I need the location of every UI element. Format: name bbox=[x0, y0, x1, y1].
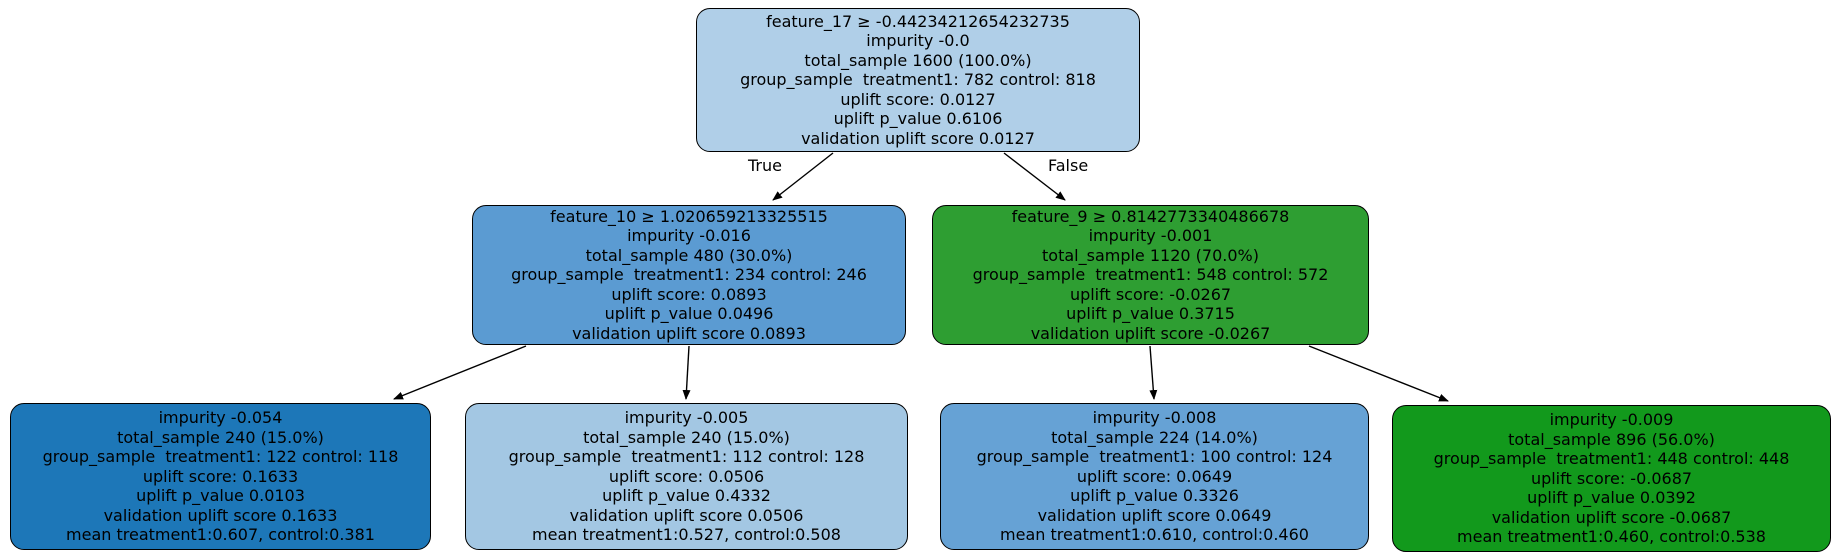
tree-node-leaf-1: impurity -0.054 total_sample 240 (15.0%)… bbox=[10, 403, 431, 550]
node-uplift-p-value: uplift p_value 0.3326 bbox=[1070, 486, 1239, 506]
node-impurity: impurity -0.008 bbox=[1092, 408, 1217, 428]
node-group-means: mean treatment1:0.460, control:0.538 bbox=[1457, 527, 1766, 547]
node-impurity: impurity -0.054 bbox=[158, 408, 283, 428]
node-validation-score: validation uplift score 0.0127 bbox=[801, 128, 1035, 148]
node-group-sample: group_sample treatment1: 782 control: 81… bbox=[740, 70, 1096, 90]
edge-label-false: False bbox=[1048, 156, 1089, 175]
node-total-sample: total_sample 896 (56.0%) bbox=[1508, 429, 1715, 449]
node-group-means: mean treatment1:0.527, control:0.508 bbox=[532, 525, 841, 545]
node-group-sample: group_sample treatment1: 448 control: 44… bbox=[1433, 449, 1790, 469]
tree-node-leaf-4: impurity -0.009 total_sample 896 (56.0%)… bbox=[1392, 405, 1831, 552]
node-uplift-score: uplift score: 0.0649 bbox=[1076, 466, 1233, 486]
node-impurity: impurity -0.001 bbox=[1088, 226, 1213, 246]
node-group-means: mean treatment1:0.610, control:0.460 bbox=[1000, 525, 1309, 545]
node-uplift-score: uplift score: 0.0506 bbox=[608, 466, 765, 486]
node-group-sample: group_sample treatment1: 112 control: 12… bbox=[508, 447, 865, 467]
node-validation-score: validation uplift score 0.0649 bbox=[1037, 505, 1272, 525]
node-total-sample: total_sample 240 (15.0%) bbox=[583, 427, 790, 447]
edge-left-to-leaf2 bbox=[682, 345, 691, 400]
node-validation-score: validation uplift score 0.0506 bbox=[569, 505, 804, 525]
node-group-sample: group_sample treatment1: 234 control: 24… bbox=[511, 265, 867, 285]
edge-right-to-leaf4 bbox=[1308, 345, 1449, 402]
node-validation-score: validation uplift score 0.1633 bbox=[103, 505, 338, 525]
node-group-sample: group_sample treatment1: 548 control: 57… bbox=[972, 265, 1329, 285]
edge-left-to-leaf1 bbox=[393, 345, 527, 400]
node-uplift-score: uplift score: -0.0687 bbox=[1530, 468, 1693, 488]
node-total-sample: total_sample 224 (14.0%) bbox=[1051, 427, 1258, 447]
node-uplift-p-value: uplift p_value 0.0103 bbox=[136, 486, 305, 506]
edge-root-to-left-true bbox=[772, 152, 834, 201]
node-total-sample: total_sample 480 (30.0%) bbox=[585, 245, 793, 265]
node-total-sample: total_sample 1600 (100.0%) bbox=[804, 50, 1032, 70]
node-validation-score: validation uplift score 0.0893 bbox=[572, 323, 806, 343]
node-uplift-score: uplift score: 0.0893 bbox=[611, 284, 767, 304]
node-group-sample: group_sample treatment1: 122 control: 11… bbox=[42, 447, 399, 467]
node-uplift-p-value: uplift p_value 0.4332 bbox=[602, 486, 771, 506]
node-split-rule: feature_10 ≥ 1.020659213325515 bbox=[550, 206, 828, 226]
tree-node-left-child: feature_10 ≥ 1.020659213325515 impurity … bbox=[472, 205, 906, 345]
node-validation-score: validation uplift score -0.0687 bbox=[1491, 507, 1732, 527]
node-total-sample: total_sample 1120 (70.0%) bbox=[1042, 245, 1259, 265]
node-split-rule: feature_9 ≥ 0.8142773340486678 bbox=[1011, 206, 1290, 226]
node-impurity: impurity -0.009 bbox=[1549, 410, 1674, 430]
node-impurity: impurity -0.0 bbox=[866, 31, 970, 51]
node-impurity: impurity -0.016 bbox=[627, 226, 751, 246]
node-uplift-score: uplift score: 0.0127 bbox=[840, 89, 996, 109]
node-uplift-score: uplift score: 0.1633 bbox=[142, 466, 299, 486]
tree-node-right-child: feature_9 ≥ 0.8142773340486678 impurity … bbox=[932, 205, 1369, 345]
tree-node-leaf-3: impurity -0.008 total_sample 224 (14.0%)… bbox=[940, 403, 1369, 550]
tree-node-root: feature_17 ≥ -0.44234212654232735 impuri… bbox=[696, 8, 1140, 152]
node-total-sample: total_sample 240 (15.0%) bbox=[117, 427, 324, 447]
node-validation-score: validation uplift score -0.0267 bbox=[1030, 323, 1271, 343]
node-uplift-p-value: uplift p_value 0.3715 bbox=[1066, 304, 1235, 324]
node-split-rule: feature_17 ≥ -0.44234212654232735 bbox=[766, 11, 1070, 31]
node-uplift-score: uplift score: -0.0267 bbox=[1069, 284, 1232, 304]
tree-node-leaf-2: impurity -0.005 total_sample 240 (15.0%)… bbox=[465, 403, 908, 550]
node-uplift-p-value: uplift p_value 0.0496 bbox=[604, 304, 774, 324]
node-group-means: mean treatment1:0.607, control:0.381 bbox=[66, 525, 375, 545]
node-group-sample: group_sample treatment1: 100 control: 12… bbox=[976, 447, 1333, 467]
node-uplift-p-value: uplift p_value 0.0392 bbox=[1527, 488, 1696, 508]
edge-right-to-leaf3 bbox=[1149, 345, 1158, 400]
node-impurity: impurity -0.005 bbox=[624, 408, 749, 428]
node-uplift-p-value: uplift p_value 0.6106 bbox=[833, 109, 1003, 129]
edge-label-true: True bbox=[748, 156, 782, 175]
